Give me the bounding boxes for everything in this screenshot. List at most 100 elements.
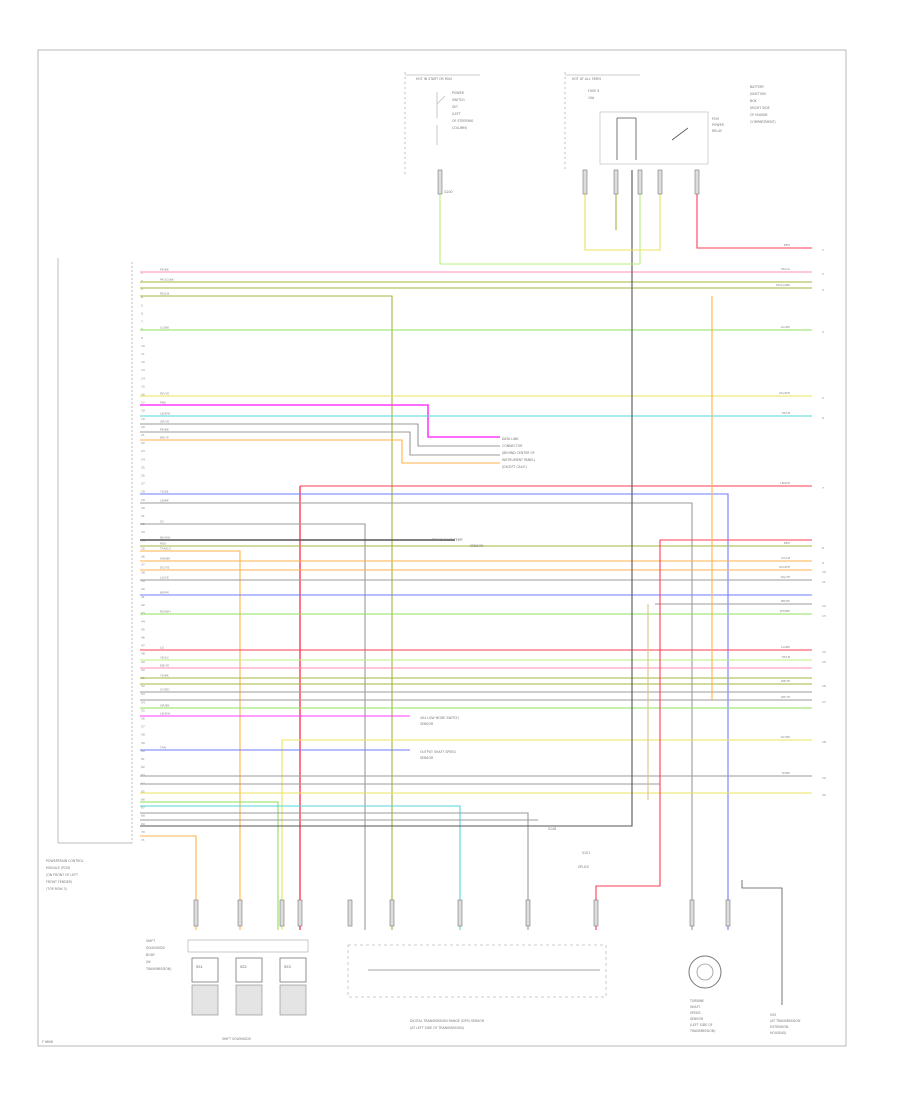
pcm-pin-45: 45 (141, 627, 145, 631)
right-pin-number: 20 (822, 793, 826, 797)
right-pin-number: 7 (822, 486, 824, 490)
dlc-label-1: CONNECTOR (502, 444, 523, 448)
relay-label-0: POWER (452, 91, 465, 95)
pcm-wire-label: PNK (160, 401, 167, 405)
pcm-pin-12: 12 (141, 360, 145, 364)
terminal-stub (347, 899, 353, 927)
right-wire-label: YE/LB (782, 655, 790, 659)
battery-junction-4: OF ENGINE (750, 113, 768, 117)
terminal-stub (437, 169, 443, 195)
pcm-label-2: (ON FRONT OF LEFT (46, 873, 78, 877)
pcm-wire-label: LB/WH (160, 712, 170, 716)
pcm-connector: POWERTRAIN CONTROL MODULE (PCM) (ON FRON… (46, 258, 133, 891)
right-wire-label: DG/YE (781, 575, 790, 579)
pcm-pin-59: 59 (141, 741, 145, 745)
pcm-wire-label: BR/YE (160, 436, 169, 440)
pcm-pin-19: 19 (141, 417, 145, 421)
terminal-stub (689, 899, 695, 927)
pcm-pin-65: 65 (141, 789, 145, 793)
pcm-pin-23: 23 (141, 449, 145, 453)
pcm-pin-3: 3 (141, 287, 143, 291)
right-pin-number: 11 (822, 580, 826, 584)
turbine-speed-sensor: TURBINE SHAFT SPEED SENSOR (LEFT SIDE OF… (688, 955, 722, 1033)
pcm-pin-62: 62 (141, 765, 145, 769)
ground-label: G200 (444, 190, 453, 194)
pcm-pin-16: 16 (141, 393, 145, 397)
note-0-line-0: TRANS FLUID TEMP (431, 538, 463, 542)
pcm-pin-33: 33 (141, 530, 145, 534)
ignition-switch-symbol (436, 92, 446, 145)
pcm-wire-label: RD/LB (160, 292, 169, 296)
turbine-label-2: SPEED (690, 1011, 701, 1015)
pcm-pin-49: 49 (141, 660, 145, 664)
pcm-pin-13: 13 (141, 368, 145, 372)
terminal-stub (725, 899, 731, 927)
pcm-pin-7: 7 (141, 320, 143, 324)
footer-code: F 6606 (42, 1040, 53, 1044)
wire-blue-1 (140, 493, 729, 930)
right-pin-number: 6 (822, 416, 824, 420)
pcm-wire-label: DB/YE (160, 664, 169, 668)
shift-solenoids-label: SHIFT SOLENOIDS (222, 1037, 251, 1041)
pcm-pin-43: 43 (141, 611, 145, 615)
turbine-label-5: TRANSMISSION) (689, 1029, 715, 1033)
right-wire-label: DB/YE (781, 679, 790, 683)
pcm-pin-17: 17 (141, 401, 145, 405)
pcm-wire-label: DG/YE (160, 566, 169, 570)
pcm-pin-57: 57 (141, 725, 145, 729)
pcm-wire-label: PK/BK (160, 268, 170, 272)
pcm-pin-2: 2 (141, 279, 143, 283)
hot-at-all-times-feed: HOT AT ALL TIMES FUSE 9 10A PCM POWER RE… (564, 72, 776, 170)
terminal-stub (237, 899, 243, 927)
pcm-power-relay-0: PCM (712, 117, 719, 121)
right-pin-number: 2 (822, 272, 824, 276)
pcm-pin-38: 38 (141, 571, 145, 575)
right-pin-number: 14 (822, 650, 826, 654)
right-pin-number: 3 (822, 288, 824, 292)
pcm-pin-1: 1 (141, 271, 143, 275)
pcm-pin-18: 18 (141, 409, 145, 413)
right-wire-label: OR/YE (781, 695, 790, 699)
pcm-pin-15: 15 (141, 384, 145, 388)
pcm-pin-42: 42 (141, 603, 145, 607)
terminal-stub (582, 169, 588, 195)
wire-yellow-feed (584, 170, 661, 251)
shift-solenoids: SHIFT SOLENOIDS BODY (IN TRANSMISSION) S… (145, 939, 309, 1041)
note-1-line-1: SENSOR (420, 722, 434, 726)
pcm-label-1: MODULE (PCM) (46, 866, 70, 870)
pcm-pin-63: 63 (141, 773, 145, 777)
pcm-pin-29: 29 (141, 498, 145, 502)
wire-tan-1 (140, 550, 241, 930)
terminal-stub (279, 899, 285, 927)
terminal-stub (657, 169, 663, 195)
pcm-wire-label: RD/WH (160, 610, 171, 614)
terminal-stub (613, 169, 619, 195)
pcm-pin-56: 56 (141, 717, 145, 721)
pcm-pin-35: 35 (141, 546, 145, 550)
ss1-cap: SS1 (196, 965, 203, 969)
pcm-wire-label: RD/YE (160, 392, 169, 396)
pcm-wire-label: YE/LB (160, 490, 168, 494)
wire-gray-3 (140, 502, 693, 930)
wire-harness (140, 170, 812, 930)
right-wire-labels: REDPK/LGPK/LG/BKLG/RDDG/WHYE/LBLB/WHREDG… (776, 243, 826, 797)
terminal-stub (297, 899, 303, 927)
dtr-sensor: DIGITAL TRANSMISSION RANGE (DTR) SENSOR … (347, 944, 607, 1030)
pcm-label-0: POWERTRAIN CONTROL (46, 859, 84, 863)
pcm-pin-52: 52 (141, 684, 145, 688)
pcm-wire-label: YE/LG (160, 656, 169, 660)
right-pin-number: 4 (822, 330, 824, 334)
right-pin-number: 15 (822, 660, 826, 664)
wire-gray-4 (140, 523, 366, 930)
relay-label-1: SWITCH (452, 98, 465, 102)
pcm-pin-22: 22 (141, 441, 145, 445)
vss-label-1: (AT TRANSMISSION (770, 1019, 801, 1023)
shift-solenoid-block-1: SOLENOIDS (146, 946, 165, 950)
pcm-pin-71: 71 (141, 838, 145, 842)
relay-label-4: OF STEERING (452, 119, 474, 123)
wire-green-5 (140, 801, 279, 930)
battery-junction-5: COMPARTMENT) (750, 120, 776, 124)
pcm-power-relay-2: RELAY (712, 129, 722, 133)
right-wire-label: GY/RD (781, 735, 791, 739)
